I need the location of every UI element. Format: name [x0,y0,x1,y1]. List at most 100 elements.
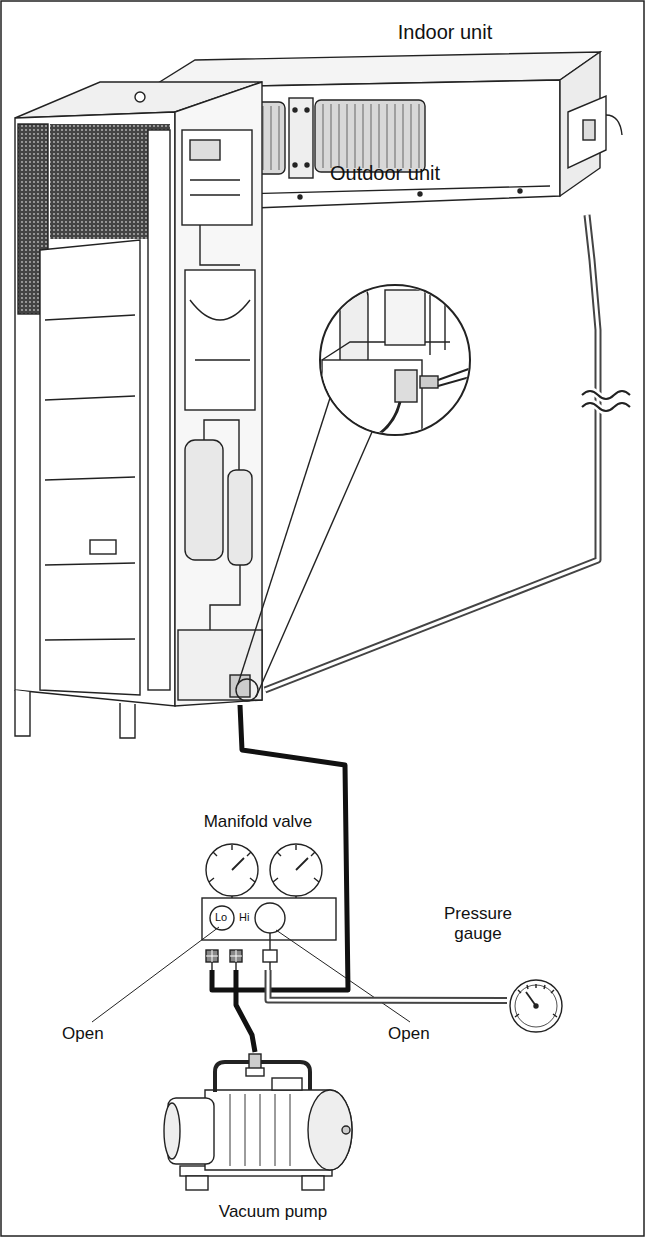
magnified-view-part-part [322,342,450,360]
magnified-view-part-part [340,285,368,370]
port-label: Hi [239,911,249,924]
indoor-unit-drawing-part [293,163,297,167]
magnified-view-part-part [420,376,438,388]
indoor-unit-drawing-part [418,192,422,196]
charge-hose [212,705,348,990]
outdoor-unit-drawing-part [18,124,48,314]
manifold-valve: Manifold valve [200,842,340,970]
outdoor-unit-drawing-part [185,440,223,560]
manifold-drawing-part [295,890,296,898]
outdoor-unit-drawing-part [15,690,135,738]
manifold-drawing-part [209,845,255,882]
outdoor-unit-drawing-part [190,140,220,160]
indoor-unit-drawing-part [175,102,285,174]
magnified-view-part [322,285,488,447]
manifold-drawing-part [210,906,234,930]
indoor-unit-drawing-part [560,52,600,196]
leader-lines-part [92,927,219,1022]
unit-label: Indoor unit [355,21,535,44]
valve-state-note: Open [62,1024,104,1044]
vacuum-pump-drawing-part [272,1078,302,1090]
pipe-break-mark-part [582,391,630,399]
outdoor-unit-drawing-part [185,270,255,410]
indoor-unit-drawing [150,52,622,212]
pipe-break-mark-part [582,391,630,399]
manifold-drawing-part [263,950,277,962]
pressure-gauge-drawing [510,980,562,1032]
magnified-view-part [256,432,372,697]
unit-label: Outdoor unit [330,162,500,185]
outdoor-unit-drawing-part [135,92,145,102]
outdoor-unit-drawing-part [45,315,135,640]
component-label: Vacuum pump [193,1202,353,1222]
indoor-unit-drawing-part [315,100,425,172]
outdoor-unit-drawing-part [15,112,175,706]
leader-lines-part [276,930,410,1022]
magnified-view-part-part [340,402,400,447]
pipe-break-mark-part [582,403,630,411]
magnified-view-part-part [354,370,392,410]
outdoor-unit-drawing-part [204,420,240,635]
connectors [212,215,598,1052]
outdoor-unit-drawing [15,82,262,738]
pressure-gauge-drawing-part [534,1004,538,1008]
manifold-drawing-part [202,898,336,940]
leader-lines [92,927,410,1022]
magnified-view-part-part [395,370,417,402]
pipe-highlight [265,215,598,690]
pressure-gauge-drawing-part [510,980,562,1032]
manifold-drawing-part [230,950,242,962]
outdoor-unit-drawing-part [230,675,250,697]
gauge-line [268,970,507,1000]
manifold-drawing-part [212,962,270,970]
pipe-break-mark [582,391,630,411]
valve-state-note: Open [388,1024,430,1044]
outdoor-unit: Outdoor unit [15,80,265,705]
manifold-drawing-part [273,845,319,882]
magnified-view-part [320,285,470,435]
indoor-unit: Indoor unit [150,55,610,215]
outdoor-unit-drawing-part [190,180,240,265]
outdoor-unit-drawing-part [40,240,140,695]
magnified-view-part [236,679,258,701]
port-label: Lo [215,911,227,924]
vacuum-pump-drawing-part [246,1068,264,1076]
vacuum-pump-drawing-part [215,1062,310,1092]
indoor-unit-drawing-part [150,80,560,212]
outdoor-unit-drawing-part [175,82,262,706]
vacuum-pump-drawing-part [249,1054,261,1070]
indoor-unit-drawing-part [305,163,309,167]
vacuum-pump-drawing-part [230,1094,290,1166]
vacuum-pump-drawing-part [186,1176,208,1190]
magnified-view-part-part [322,360,422,440]
component-label: Pressure gauge [428,904,528,943]
vacuum-pump-drawing-part [302,1176,324,1190]
indoor-unit-drawing-part [568,96,606,168]
vacuum-pump-drawing-part [164,1103,180,1159]
outdoor-unit-drawing-part [182,130,252,225]
vacuum-pump-drawing-part [308,1090,352,1170]
magnified-view-part-part [438,362,488,386]
manifold-drawing-part [206,950,218,962]
pressure-gauge-drawing-part [526,992,536,1006]
vacuum-hose [236,970,255,1052]
outdoor-unit-drawing-part [178,630,262,700]
outdoor-unit-drawing-part [228,470,252,565]
indoor-unit-drawing-part [518,189,522,193]
refrigerant-pipe [265,215,598,690]
vacuum-pump-drawing-part [342,1126,350,1134]
indoor-unit-drawing-part [160,186,550,196]
magnified-view-part [238,398,330,684]
pressure-gauge-drawing-part [515,985,557,1027]
manifold-drawing-part [255,903,285,933]
manifold-drawing-part [296,858,308,870]
pipe-break-mark-part [582,403,630,411]
manifold-drawing-part [269,933,270,950]
manifold-drawing-part [232,858,244,870]
manifold-drawing-part [270,844,322,896]
